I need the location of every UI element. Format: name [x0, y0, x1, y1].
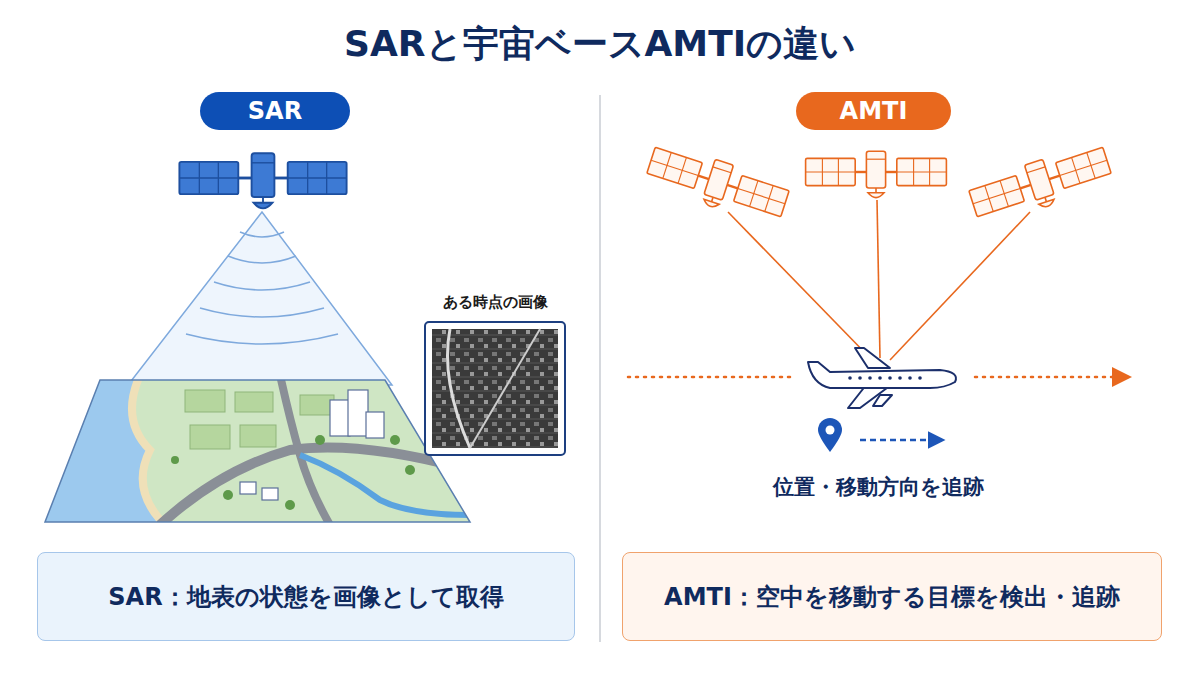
pill-label: AMTI [796, 92, 951, 130]
node-text: AMTI：空中を移動する目標を検出・追跡 [664, 581, 1120, 613]
pill-label: SAR [200, 92, 350, 130]
image-caption: ある時点の画像 [443, 293, 548, 312]
summary-box: SAR：地表の状態を画像として取得 [37, 552, 575, 641]
summary-box: AMTI：空中を移動する目標を検出・追跡 [622, 552, 1162, 641]
node-text: SAR [248, 97, 302, 125]
title: SARと宇宙ベースAMTIの違い [344, 20, 856, 69]
tracking-label: 位置・移動方向を追跡 [773, 473, 984, 501]
node-text: AMTI [840, 97, 908, 125]
node-text: SAR：地表の状態を画像として取得 [108, 581, 503, 613]
